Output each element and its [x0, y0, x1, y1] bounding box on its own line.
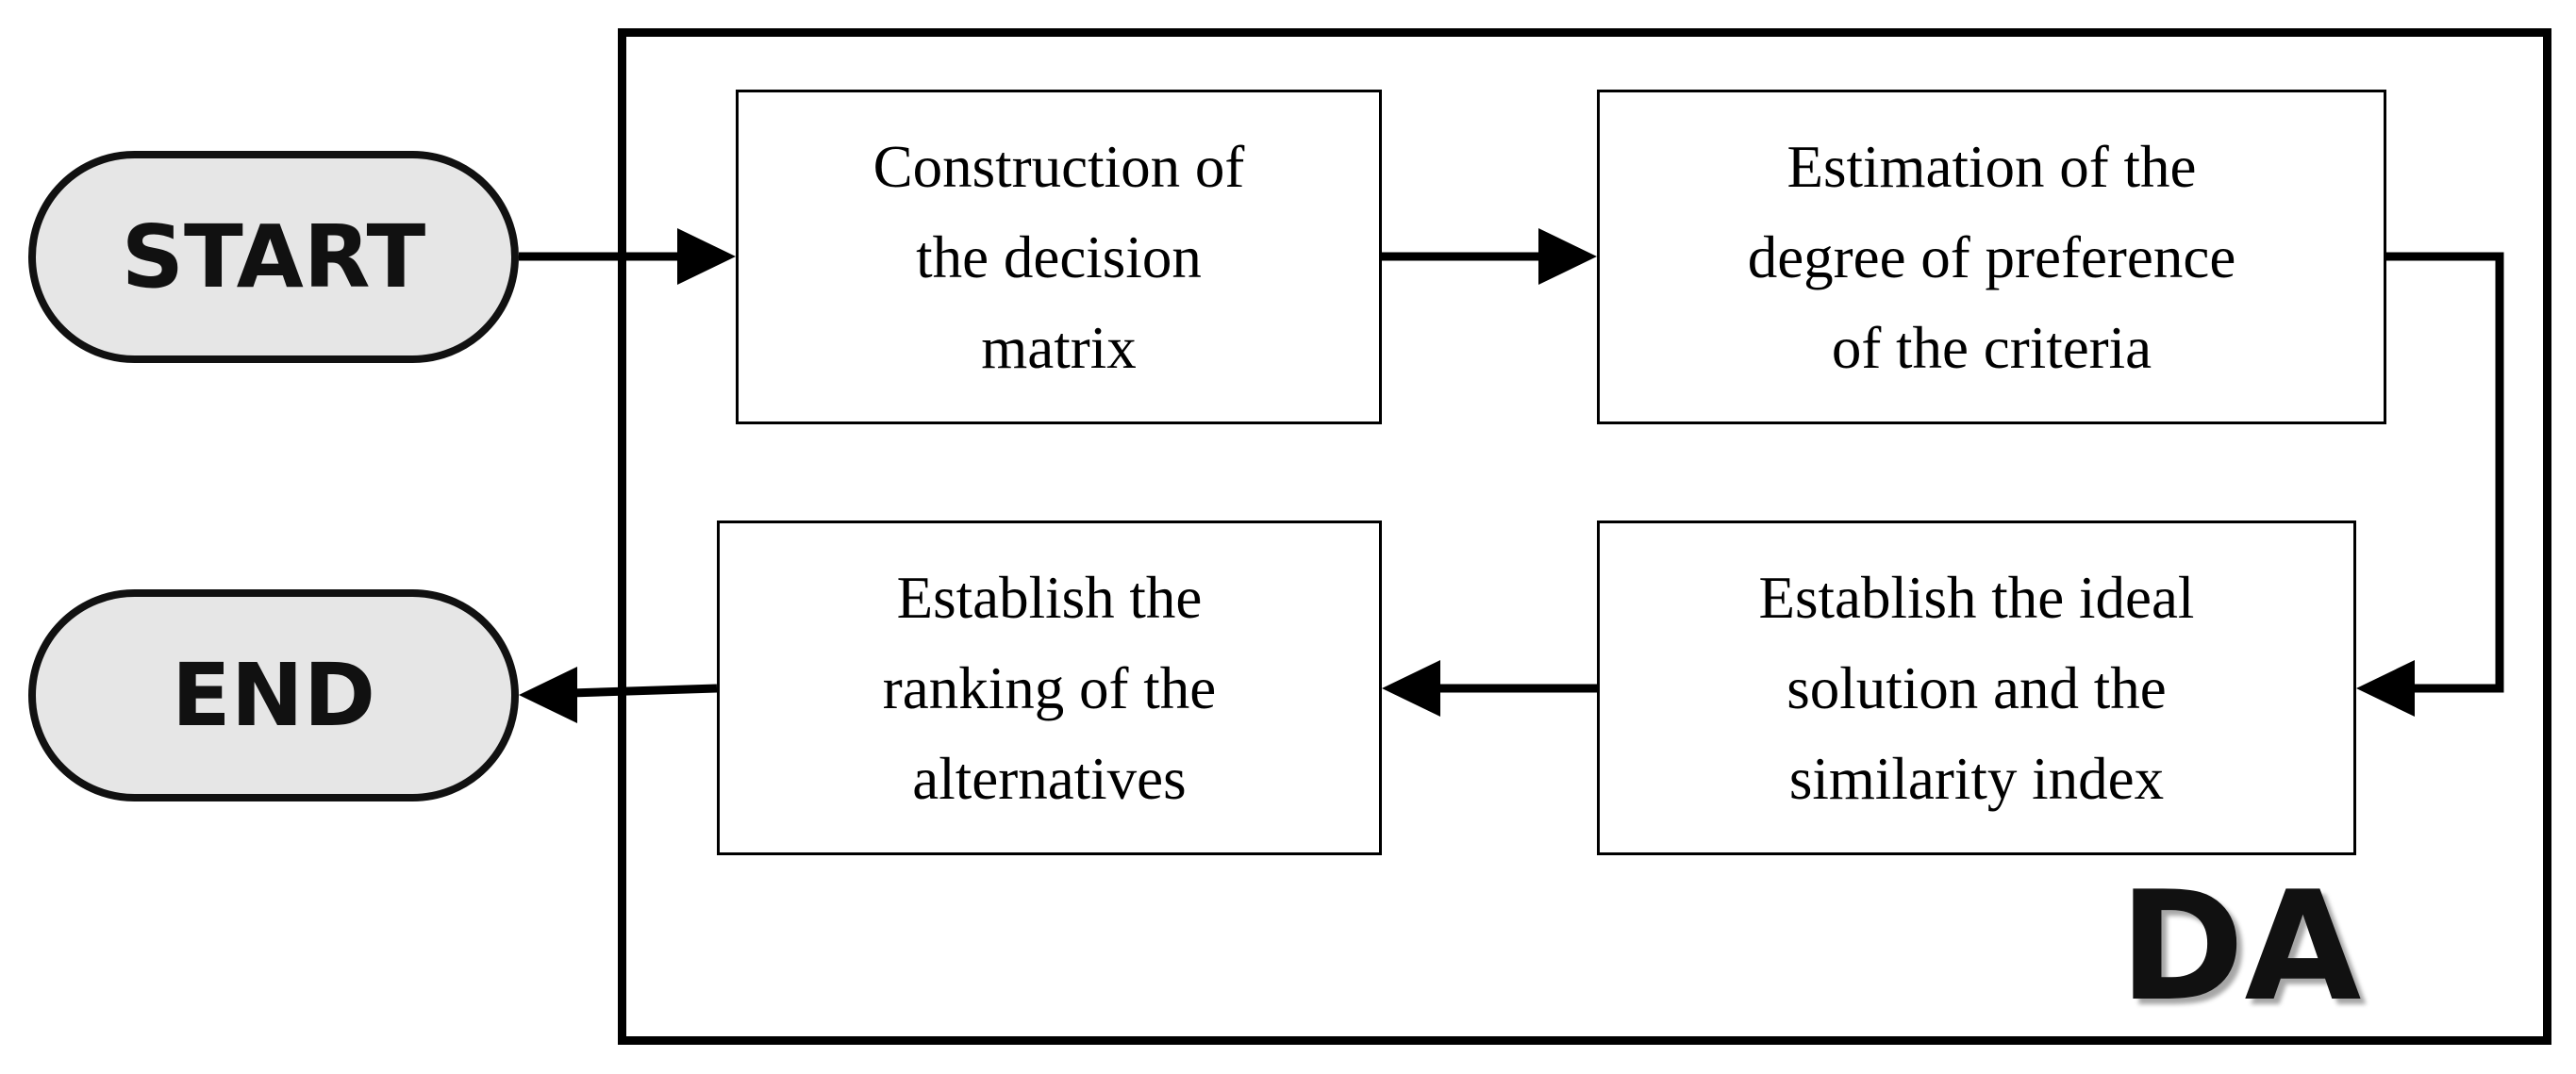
step-text: Construction of the decision matrix: [873, 122, 1245, 393]
step-ideal-solution-similarity: Establish the ideal solution and the sim…: [1597, 520, 2356, 855]
step-text: Establish the ranking of the alternative…: [883, 553, 1216, 824]
step-line: Establish the: [896, 564, 1203, 631]
step-line: Establish the ideal: [1758, 564, 2195, 631]
arrowhead-step4-to-end: [519, 667, 577, 723]
arrowhead-start-to-step1: [677, 228, 736, 285]
arrowhead-step1-to-step2: [1538, 228, 1597, 285]
step-ranking-alternatives: Establish the ranking of the alternative…: [717, 520, 1382, 855]
step-text: Estimation of the degree of preference o…: [1748, 122, 2236, 393]
step-line: Construction of: [873, 133, 1245, 200]
step-line: solution and the: [1787, 654, 2167, 721]
step-line: the decision: [916, 223, 1202, 290]
step-line: of the criteria: [1831, 314, 2152, 381]
step-line: ranking of the: [882, 654, 1217, 721]
step-line: similarity index: [1788, 745, 2165, 812]
da-group-frame: [618, 28, 2551, 1045]
arrow-step4-to-end: [570, 684, 718, 698]
step-line: degree of preference: [1747, 223, 2236, 290]
end-terminal: END: [28, 589, 519, 801]
arrowhead-step2-to-step3: [2356, 660, 2415, 717]
step-construction-decision-matrix: Construction of the decision matrix: [736, 90, 1382, 424]
arrow-step2-to-step3: [2386, 252, 2504, 693]
step-line: alternatives: [912, 745, 1187, 812]
da-group-label: DA: [2119, 857, 2362, 1034]
arrowhead-step3-to-step4: [1382, 660, 1440, 717]
end-label: END: [171, 645, 376, 746]
step-text: Establish the ideal solution and the sim…: [1759, 553, 2195, 824]
step-line: Estimation of the: [1787, 133, 2197, 200]
step-line: matrix: [981, 314, 1137, 381]
start-terminal: START: [28, 151, 519, 363]
start-label: START: [121, 207, 426, 307]
step-estimation-preference: Estimation of the degree of preference o…: [1597, 90, 2386, 424]
